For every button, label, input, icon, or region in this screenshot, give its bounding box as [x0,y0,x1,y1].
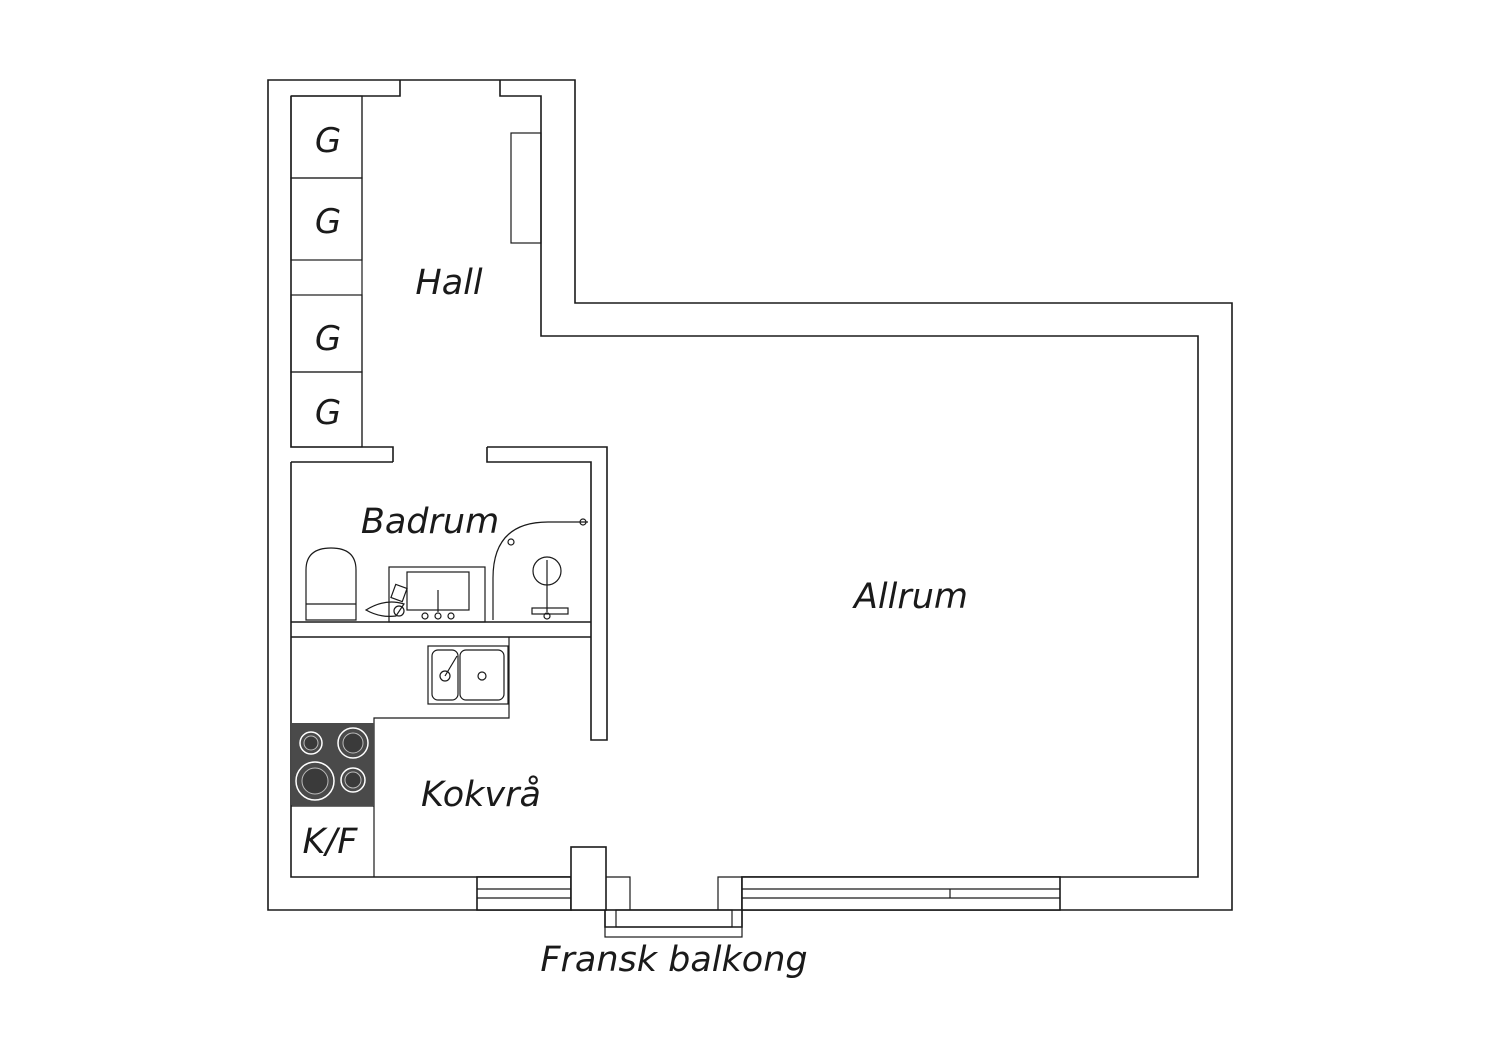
balcony-door [570,846,743,938]
washbasin-icon [388,566,486,623]
fridge-freezer-label: K/F [303,822,359,862]
wardrobe-label-4: G [315,393,341,433]
window-right [741,876,1061,911]
wardrobe-label-2: G [315,202,341,242]
room-label-hall: Hall [415,263,482,303]
hairdryer-icon [364,583,408,617]
wardrobes [290,95,363,448]
hall-shelf [510,132,542,244]
stove-icon [292,723,374,806]
room-label-balcony: Fransk balkong [540,940,807,980]
wardrobe-label-1: G [315,121,341,161]
window-left [476,876,572,911]
inner-walls [290,80,1199,928]
outer-wall [267,79,1233,911]
wardrobe-label-3: G [315,319,341,359]
room-label-allrum: Allrum [852,577,968,617]
kitchen-sink-icon [427,645,509,705]
room-label-kokvra: Kokvrå [421,774,541,815]
toilet-icon [305,547,357,621]
shower-icon [492,518,588,620]
room-label-badrum: Badrum [361,502,499,542]
